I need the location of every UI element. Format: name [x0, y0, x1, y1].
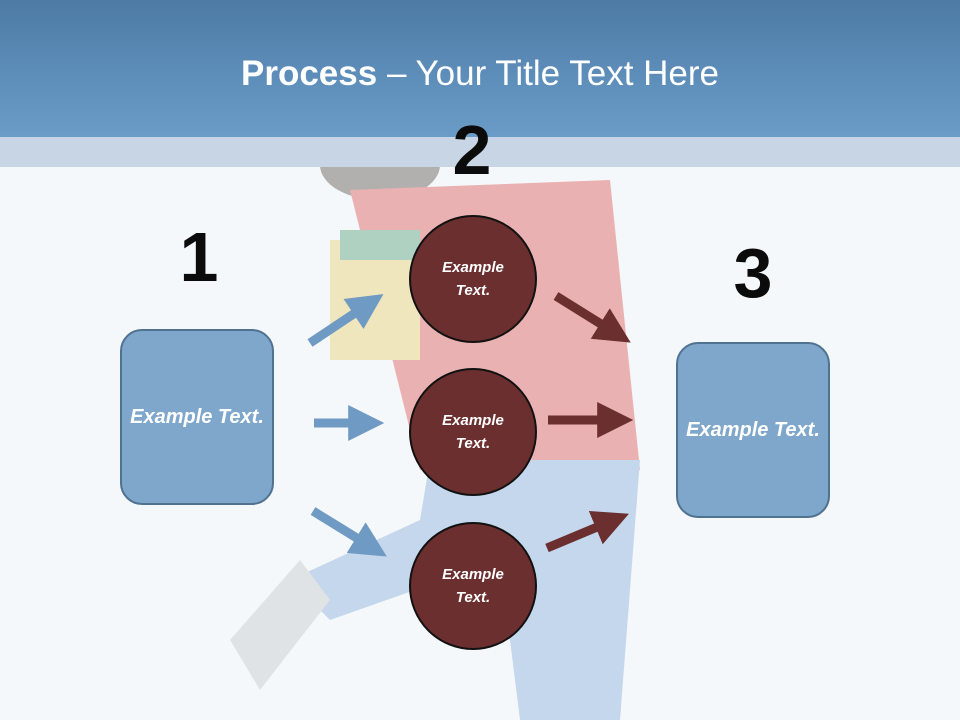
step-number-1: 1	[179, 218, 219, 296]
step-2-circle-bottom: Example Text.	[409, 522, 537, 650]
step-3-text: Example Text.	[686, 418, 820, 441]
slide-title: Process – Your Title Text Here	[0, 52, 960, 96]
step-number-3: 3	[733, 234, 773, 312]
header-band	[0, 137, 960, 167]
step-2-circle-middle-text: Example Text.	[442, 412, 504, 452]
step-2-circle-bottom-text: Example Text.	[442, 566, 504, 606]
step-3-box: Example Text.	[676, 342, 830, 518]
arrow-1-to-2-top	[307, 294, 384, 347]
title-bold: Process	[241, 54, 378, 93]
step-2-circle-top-text: Example Text.	[442, 259, 504, 299]
step-2-circle-top: Example Text.	[409, 215, 537, 343]
header-bar	[0, 0, 960, 137]
step-number-2: 2	[452, 111, 492, 189]
title-rest: – Your Title Text Here	[377, 54, 719, 93]
arrow-2-top-to-3	[553, 292, 631, 343]
step-1-box: Example Text.	[120, 329, 274, 505]
arrow-1-to-2-bottom	[310, 507, 387, 557]
step-2-circle-middle: Example Text.	[409, 368, 537, 496]
step-1-text: Example Text.	[130, 405, 264, 428]
arrow-2-bottom-to-3	[545, 511, 629, 553]
